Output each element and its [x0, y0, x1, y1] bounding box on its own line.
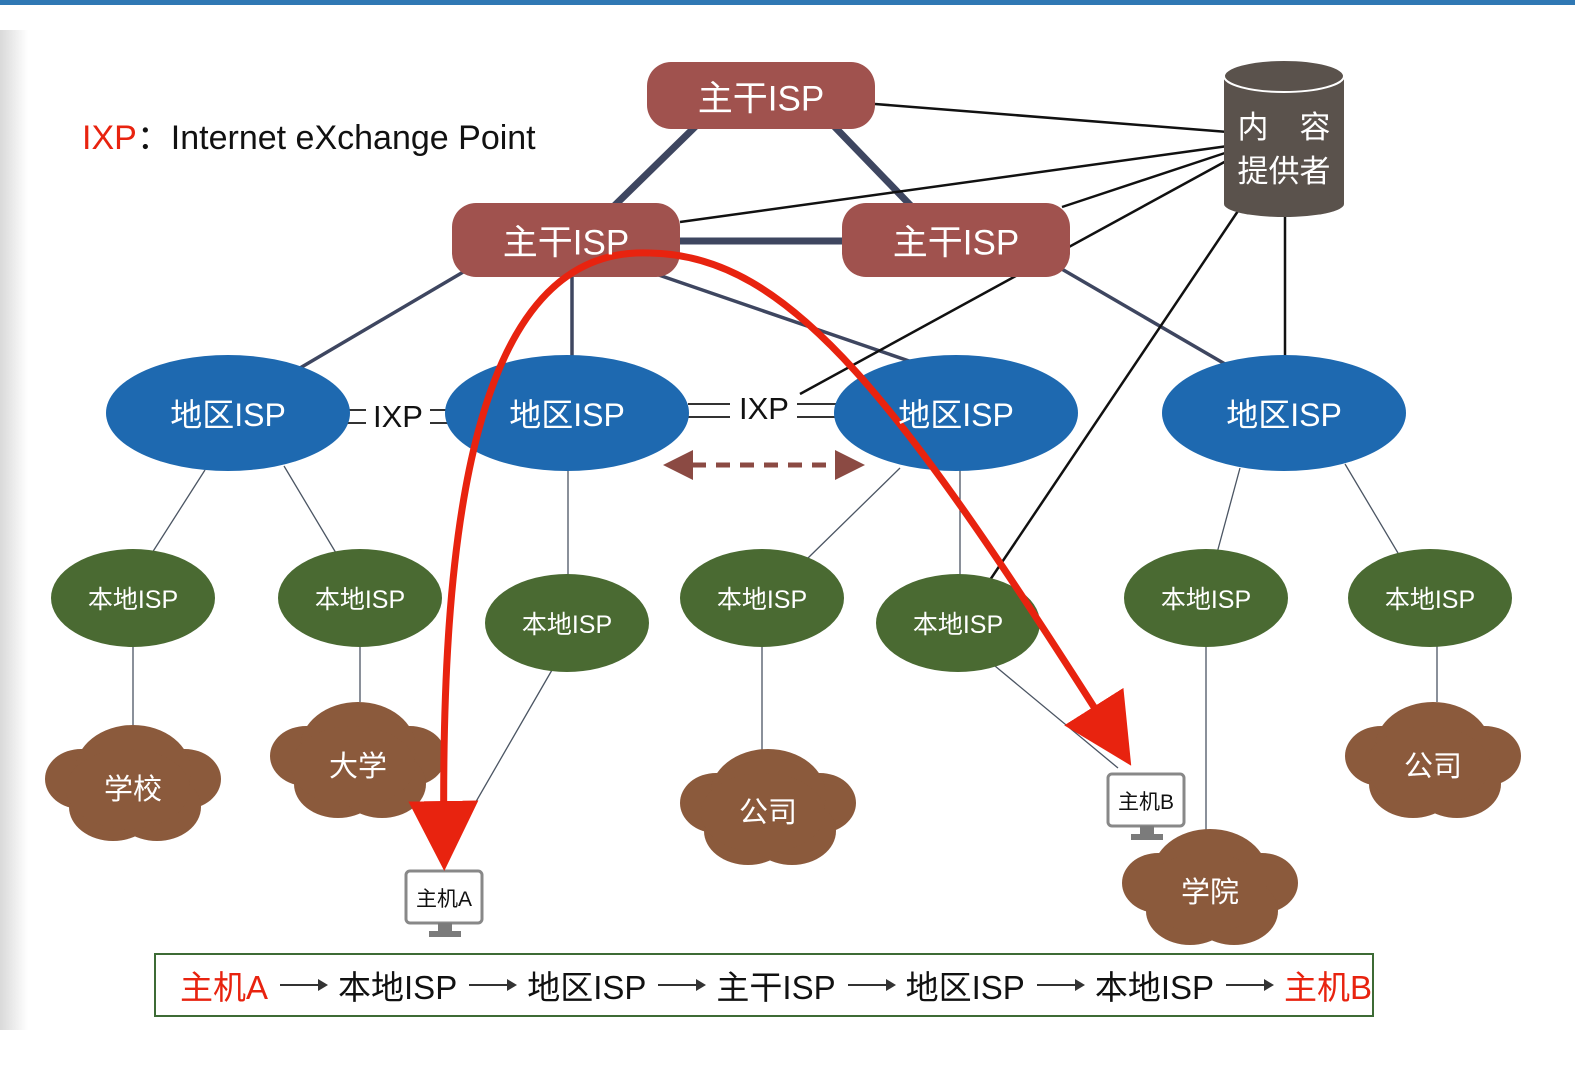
host-a-label: 主机A: [415, 888, 473, 911]
backbone-isp-right-label: 主干ISP: [892, 223, 1020, 263]
route-path-summary: 主机A 本地ISP 地区ISP 主干ISP 地区ISP 本地ISP 主机B: [154, 953, 1374, 1017]
regional-isp-2-label: 地区ISP: [509, 397, 625, 433]
left-edge-shadow: [0, 30, 28, 1030]
regional-isp-4: [1162, 355, 1406, 471]
regional-isp-3: [834, 355, 1078, 471]
local-isp-1: [51, 549, 215, 647]
path-end: 主机B: [1284, 969, 1373, 1006]
cloud-company-1-icon: [680, 749, 856, 865]
backbone-links: [607, 119, 918, 245]
local-isp-7: [1348, 549, 1512, 647]
path-arrow-icon: [469, 979, 518, 991]
local-isp-1-label: 本地ISP: [87, 586, 179, 614]
content-provider-line-1: 内 容: [1237, 110, 1331, 145]
local-isp-3-label: 本地ISP: [521, 611, 613, 639]
top-accent-bar: [0, 0, 1575, 5]
backbone-regional-links: [299, 266, 1226, 370]
customer-company-2-label: 公司: [1403, 751, 1463, 783]
host-b-label: 主机B: [1117, 791, 1175, 814]
path-hop-2: 地区ISP: [527, 969, 647, 1006]
local-isp-3: [485, 574, 649, 672]
backbone-isp-top-label: 主干ISP: [697, 79, 825, 119]
backbone-isp-left-label: 主干ISP: [502, 223, 630, 263]
ixp-label-1: IXP: [373, 399, 423, 434]
content-provider-label: 内 容 提供者: [1238, 106, 1331, 194]
local-isp-5: [876, 574, 1040, 672]
ixp-legend: IXP：Internet eXchange Point: [82, 110, 536, 159]
path-arrow-icon: [847, 979, 896, 991]
legend-text: ：Internet eXchange Point: [136, 119, 536, 157]
backbone-isp-top: [647, 62, 875, 129]
cloud-university-icon: [270, 702, 446, 818]
path-start: 主机A: [180, 969, 269, 1006]
local-isp-6: [1124, 549, 1288, 647]
customer-university-label: 大学: [328, 751, 388, 783]
content-provider-links: [679, 102, 1287, 581]
cloud-company-2-icon: [1345, 702, 1521, 818]
local-isp-5-label: 本地ISP: [912, 611, 1004, 639]
path-hop-1: 本地ISP: [338, 969, 458, 1006]
path-arrow-icon: [1226, 979, 1275, 991]
path-hop-3: 主干ISP: [716, 969, 836, 1006]
content-provider-database-icon: [1223, 59, 1345, 217]
regional-isp-1: [106, 355, 350, 471]
regional-isp-2: [445, 355, 689, 471]
path-arrow-icon: [280, 979, 329, 991]
path-hop-5: 本地ISP: [1094, 969, 1215, 1006]
local-isp-4-label: 本地ISP: [716, 586, 808, 614]
backbone-isp-right: [842, 203, 1070, 277]
regional-isp-4-label: 地区ISP: [1226, 397, 1342, 433]
path-arrow-icon: [658, 979, 707, 991]
route-arrow-down-to-host-b: [649, 249, 1132, 766]
content-provider-line-2: 提供者: [1237, 154, 1331, 189]
ixp-label-2: IXP: [739, 391, 789, 426]
local-isp-6-label: 本地ISP: [1160, 586, 1252, 614]
customer-school-label: 学校: [103, 774, 163, 806]
regional-isp-3-label: 地区ISP: [898, 397, 1014, 433]
local-isp-2-label: 本地ISP: [314, 586, 406, 614]
legend-abbreviation: IXP: [82, 119, 137, 157]
path-hop-4: 地区ISP: [905, 969, 1025, 1006]
backbone-isp-left: [452, 203, 680, 277]
route-arrow-down-to-host-a: [408, 249, 651, 871]
local-isp-7-label: 本地ISP: [1384, 586, 1476, 614]
regional-isp-1-label: 地区ISP: [170, 397, 286, 433]
host-a-monitor-icon: [404, 869, 484, 937]
cloud-school-icon: [45, 725, 221, 841]
local-isp-2: [278, 549, 442, 647]
host-b-monitor-icon: [1106, 772, 1186, 840]
customer-college-label: 学院: [1180, 877, 1240, 909]
path-arrow-icon: [1036, 979, 1085, 991]
local-isp-4: [680, 549, 844, 647]
cloud-college-icon: [1122, 829, 1298, 945]
customer-company-1-label: 公司: [738, 797, 798, 829]
